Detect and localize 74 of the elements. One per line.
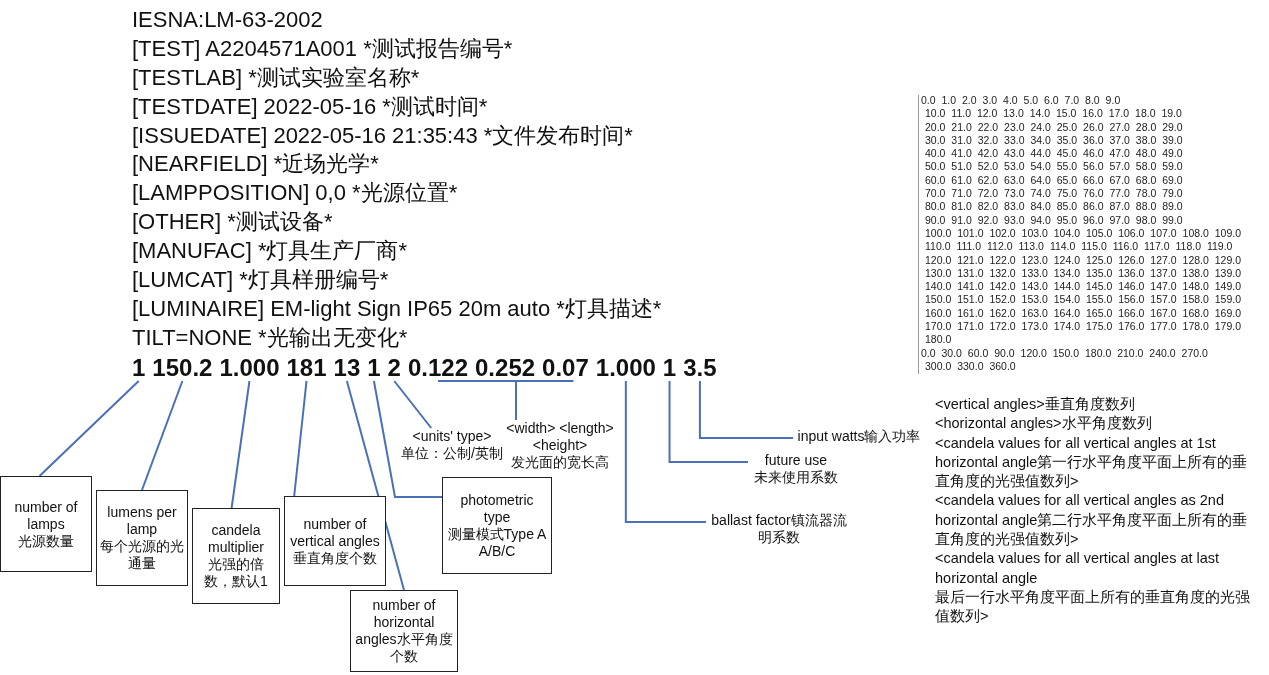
file-header-line: [OTHER] *测试设备*: [132, 208, 334, 237]
file-header-line: [NEARFIELD] *近场光学*: [132, 150, 380, 179]
leader-line: [372, 380, 443, 498]
file-header-line: [TESTDATE] 2022-05-16 *测试时间*: [132, 92, 489, 121]
angle-values-row-text: 40.0 41.0 42.0 43.0 44.0 45.0 46.0 47.0 48.0 49.0: [924, 147, 1184, 161]
note-text: <candela values for all vertical angles at last horizontal angle: [935, 549, 1221, 588]
annotation-box: number of vertical angles 垂直角度个数: [284, 496, 386, 586]
angle-values-row-text: 130.0 131.0 132.0 133.0 134.0 135.0 136.0 137.0 138.0 139.0: [924, 266, 1241, 281]
data-value: 150.2: [152, 355, 213, 381]
angle-values-row-text: 0.0 30.0 60.0 90.0 120.0 150.0 180.0 210.0 240.0 270.0: [921, 346, 1209, 360]
note-text: <vertical angles>垂直角度数列: [935, 395, 1136, 414]
annotation-box: candela multiplier 光强的倍数，默认1: [192, 508, 280, 604]
file-header-line: [LUMCAT] *灯具样册编号*: [132, 266, 390, 294]
data-value: 2: [387, 355, 401, 381]
note-text: 最后一行水平角度平面上所有的垂直角度的光强值数列>: [935, 587, 1251, 627]
annotation-text: input watts输入功率: [793, 428, 925, 445]
note-text: <candela values for all vertical angles at 1st horizontal angle第一行水平角度平面上所有的垂直角度的光强值数列>: [935, 433, 1249, 492]
leader-line: [624, 380, 707, 523]
angle-values-row-text: 80.0 81.0 82.0 83.0 84.0 85.0 86.0 87.0 88.0 89.0: [924, 200, 1184, 214]
angle-values-row-text: 90.0 91.0 92.0 93.0 94.0 95.0 96.0 97.0 98.0 99.0: [924, 213, 1184, 227]
data-value: 3.5: [683, 355, 717, 381]
data-value: 1: [367, 355, 381, 381]
angle-values-row-text: 110.0 111.0 112.0 113.0 114.0 115.0 116.0 117.0 118.0 119.0: [924, 240, 1234, 254]
annotation-box: number of horizontal angles水平角度个数: [350, 590, 458, 672]
angle-values-row-text: 10.0 11.0 12.0 13.0 14.0 15.0 16.0 17.0 18.0 19.0: [924, 107, 1183, 121]
file-header-line: [TESTLAB] *测试实验室名称*: [132, 63, 421, 92]
angle-values-row-text: 60.0 61.0 62.0 63.0 64.0 65.0 66.0 67.0 68.0 69.0: [924, 173, 1184, 188]
file-header-line: [TEST] A2204571A001 *测试报告编号*: [132, 34, 514, 63]
leader-line: [38, 380, 140, 477]
angle-values-row-text: 100.0 101.0 102.0 103.0 104.0 105.0 106.0 107.0 108.0 109.0: [924, 226, 1241, 241]
leader-line: [668, 380, 749, 463]
data-value: 1: [132, 355, 146, 381]
data-value: 0.122: [407, 355, 468, 381]
data-value: 1.000: [595, 355, 656, 381]
leader-line: [293, 380, 308, 497]
angle-values-row-text: 0.0 1.0 2.0 3.0 4.0 5.0 6.0 7.0 8.0 9.0: [921, 94, 1122, 108]
leader-line: [141, 380, 184, 491]
data-value: 1: [662, 355, 677, 381]
annotation-text: ballast factor镇流器流明系数: [706, 512, 852, 546]
annotation-text: <width> <length> <height> 发光面的宽长高: [504, 420, 616, 471]
note-text: <horizontal angles>水平角度数列: [935, 414, 1153, 434]
data-value: 13: [333, 355, 361, 381]
data-value: 0.252: [475, 355, 536, 381]
note-text: <candela values for all vertical angles as 2nd horizontal angle第二行水平角度平面上所有的垂直角度的光强值数列>: [935, 491, 1249, 550]
annotation-text: future use 未来使用系数: [748, 452, 844, 486]
leader-line: [393, 380, 433, 429]
leader-line: [698, 380, 794, 439]
data-value: 0.07: [542, 355, 589, 381]
angle-values-row-text: 300.0 330.0 360.0: [924, 359, 1017, 374]
data-value: 1.000: [219, 355, 280, 381]
file-header-line: TILT=NONE *光输出无变化*: [132, 323, 409, 352]
annotation-text: <units' type> 单位：公制/英制: [400, 428, 504, 462]
annotation-box: photometric type 测量模式Type A A/B/C: [442, 477, 552, 574]
angle-values-row-text: 180.0: [924, 333, 953, 347]
angle-values-row-text: 30.0 31.0 32.0 33.0 34.0 35.0 36.0 37.0 38.0 39.0: [924, 133, 1184, 148]
leader-line: [437, 380, 575, 421]
data-value: 181: [286, 355, 327, 381]
annotation-box: number of lamps 光源数量: [0, 476, 92, 572]
file-header-line: [MANUFAC] *灯具生产厂商*: [132, 237, 409, 266]
angle-values-row-text: 150.0 151.0 152.0 153.0 154.0 155.0 156.0 157.0 158.0 159.0: [924, 293, 1241, 307]
angle-values-row-text: 70.0 71.0 72.0 73.0 74.0 75.0 76.0 77.0 78.0 79.0: [924, 187, 1184, 201]
angle-values-row-text: 170.0 171.0 172.0 173.0 174.0 175.0 176.0 177.0 178.0 179.0: [924, 320, 1241, 334]
file-header-line: [ISSUEDATE] 2022-05-16 21:35:43 *文件发布时间*: [132, 121, 634, 150]
angle-values-row-text: 50.0 51.0 52.0 53.0 54.0 55.0 56.0 57.0 58.0 59.0: [924, 160, 1184, 174]
angle-values-row-text: 20.0 21.0 22.0 23.0 24.0 25.0 26.0 27.0 28.0 29.0: [924, 120, 1184, 134]
angle-values-row-text: 120.0 121.0 122.0 123.0 124.0 125.0 126.0 127.0 128.0 129.0: [924, 253, 1241, 267]
leader-line: [345, 380, 405, 591]
angle-values-row-text: 160.0 161.0 162.0 163.0 164.0 165.0 166.0 167.0 168.0 169.0: [924, 306, 1241, 321]
file-header-line: [LUMINAIRE] EM-light Sign IP65 20m auto *灯具描述*: [132, 294, 662, 323]
angle-values-row-text: 140.0 141.0 142.0 143.0 144.0 145.0 146.0 147.0 148.0 149.0: [924, 280, 1241, 294]
leader-line: [230, 380, 251, 509]
file-header-line: IESNA:LM-63-2002: [132, 6, 324, 34]
file-header-line: [LAMPPOSITION] 0,0 *光源位置*: [132, 179, 459, 208]
annotation-box: lumens per lamp 每个光源的光通量: [96, 490, 188, 586]
